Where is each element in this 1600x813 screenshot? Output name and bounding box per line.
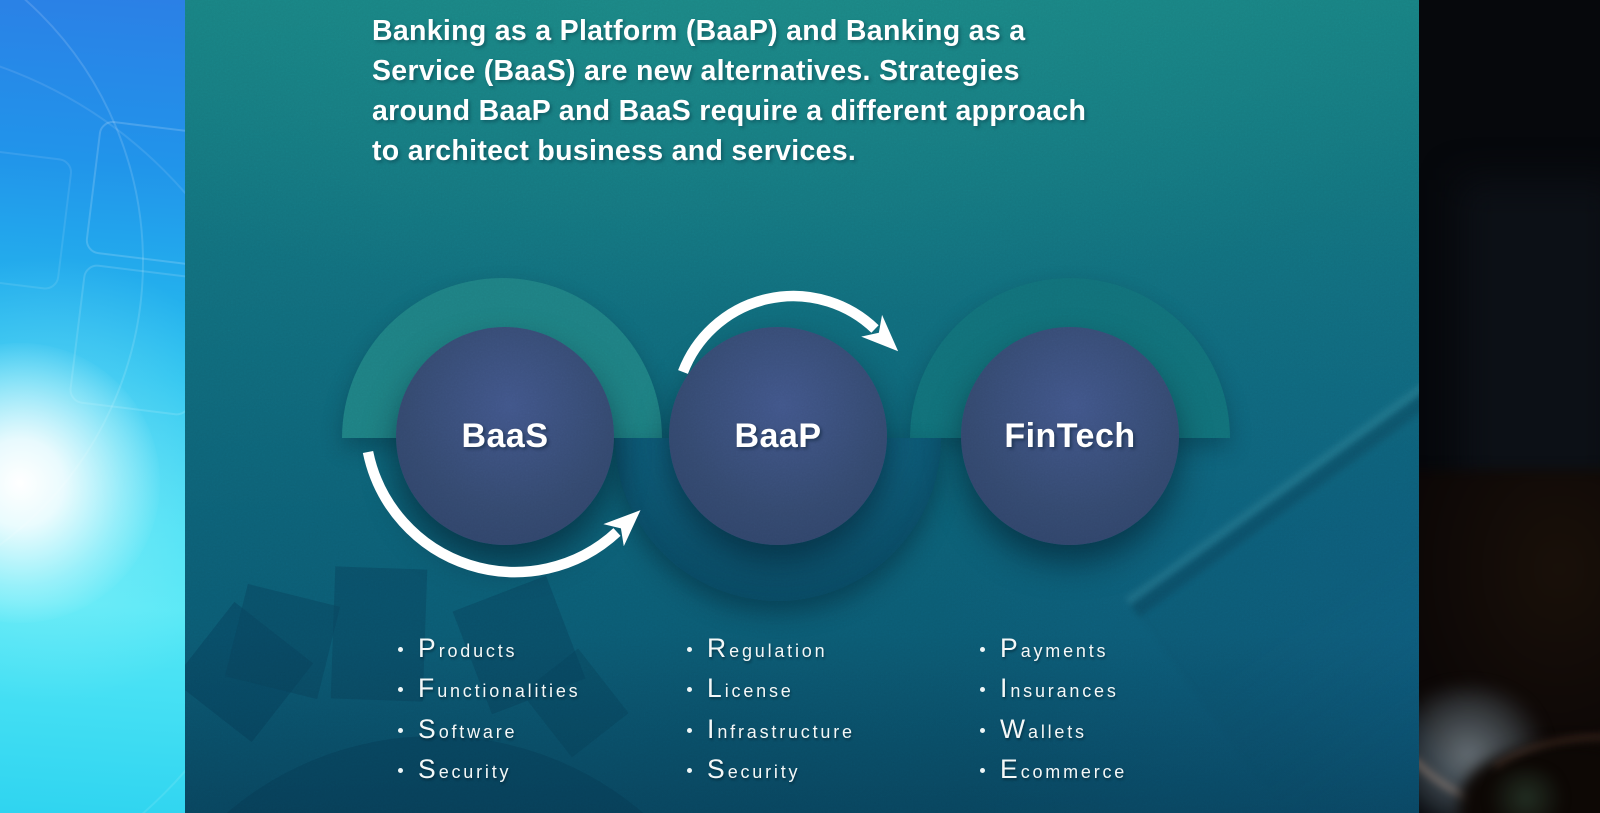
- list-item: Ecommerce: [980, 754, 1127, 794]
- baap-feature-list: Regulation License Infrastructure Securi…: [687, 633, 855, 795]
- windows-wallpaper-strip: [0, 0, 185, 813]
- bullet-icon: [980, 687, 985, 693]
- list-item: Wallets: [980, 714, 1127, 754]
- list-item: Insurances: [980, 673, 1127, 713]
- baas-feature-list: Products Functionalities Software Securi…: [398, 633, 580, 795]
- bullet-icon: [980, 647, 985, 652]
- list-item-label: Products: [418, 633, 518, 663]
- background-shadow-shape: [1459, 180, 1600, 500]
- list-item-label: Software: [418, 713, 518, 744]
- list-item: Infrastructure: [687, 714, 855, 754]
- list-item-label: Wallets: [1000, 713, 1087, 744]
- list-item: Security: [687, 754, 855, 794]
- list-item-label: Infrastructure: [707, 713, 855, 744]
- heading-line: Banking as a Platform (BaaP) and Banking…: [372, 15, 1026, 47]
- bullet-icon: [687, 768, 692, 774]
- heading-line: around BaaP and BaaS require a different…: [372, 95, 1087, 127]
- list-item: License: [687, 673, 855, 713]
- bullet-icon: [687, 687, 692, 693]
- heading-line: Service (BaaS) are new alternatives. Str…: [372, 55, 1020, 87]
- bullet-icon: [398, 687, 403, 693]
- bullet-icon: [398, 647, 403, 652]
- list-item: Products: [398, 633, 580, 673]
- bullet-icon: [980, 727, 985, 733]
- list-item: Software: [398, 714, 580, 754]
- list-item: Regulation: [687, 633, 855, 673]
- ambient-light-patch: [1481, 768, 1571, 813]
- list-item-label: Payments: [1000, 633, 1109, 663]
- list-item-label: Functionalities: [418, 673, 581, 704]
- list-item-label: Regulation: [707, 633, 828, 663]
- list-item: Payments: [980, 633, 1127, 673]
- windows-logo-pane: [84, 119, 185, 267]
- list-item-label: License: [707, 673, 794, 704]
- bullet-icon: [687, 727, 692, 733]
- circle-label: FinTech: [1004, 416, 1136, 455]
- list-item-label: Security: [707, 754, 801, 785]
- list-item-label: Ecommerce: [1000, 754, 1128, 785]
- circle-label: BaaS: [461, 416, 549, 455]
- baas-circle: BaaS: [396, 327, 614, 545]
- list-item-label: Insurances: [1000, 673, 1119, 704]
- fintech-circle: FinTech: [961, 327, 1179, 545]
- list-item-label: Security: [418, 754, 512, 785]
- list-item: Functionalities: [398, 673, 580, 713]
- dark-silhouette-strip: [1419, 0, 1600, 813]
- bullet-icon: [398, 727, 403, 733]
- heading-line: to architect business and services.: [372, 135, 857, 167]
- slide-heading: Banking as a Platform (BaaP) and Banking…: [372, 11, 1086, 171]
- presentation-slide: Banking as a Platform (BaaP) and Banking…: [185, 0, 1419, 813]
- circle-label: BaaP: [734, 416, 822, 455]
- bullet-icon: [687, 647, 692, 652]
- list-item: Security: [398, 754, 580, 794]
- fintech-feature-list: Payments Insurances Wallets Ecommerce: [980, 633, 1127, 795]
- bullet-icon: [980, 768, 985, 774]
- baap-circle: BaaP: [669, 327, 887, 545]
- bullet-icon: [398, 768, 403, 774]
